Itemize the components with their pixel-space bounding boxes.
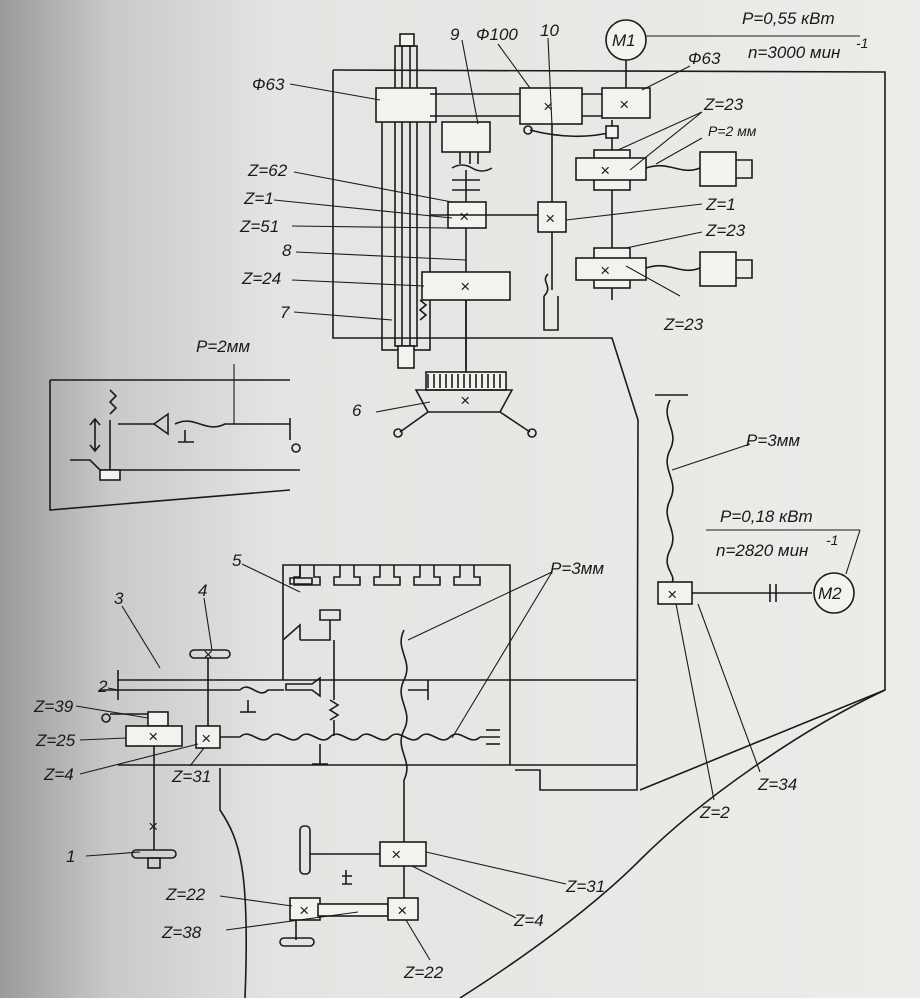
label-z23-c: Z=23	[663, 315, 704, 334]
handwheel-4: ×	[189, 645, 231, 728]
pulley-phi63-right: ×	[601, 60, 651, 119]
worm-z2-z34: ×	[657, 581, 812, 605]
svg-text:P=0,18 кВт: P=0,18 кВт	[720, 507, 813, 526]
label-10: 10	[540, 21, 559, 40]
label-5: 5	[232, 551, 242, 570]
svg-text:×: ×	[600, 261, 610, 280]
label-p2-small: P=2 мм	[708, 123, 757, 139]
svg-text:×: ×	[201, 729, 211, 748]
svg-text:-1: -1	[826, 532, 838, 548]
table-t-slots	[293, 565, 481, 586]
svg-text:×: ×	[667, 585, 677, 604]
label-4: 4	[198, 581, 207, 600]
label-phi63-right: Ф63	[688, 49, 721, 68]
label-z22-bottom: Z=22	[403, 963, 444, 982]
label-z4-bottom: Z=4	[513, 911, 544, 930]
svg-text:×: ×	[391, 845, 401, 864]
vertical-lead-screw	[655, 394, 688, 586]
motor-m2: M2 P=0,18 кВт n=2820 мин -1	[706, 507, 861, 614]
motor-m1: M1 P=0,55 кВт n=3000 мин -1	[605, 9, 868, 62]
label-phi63-left: Ф63	[252, 75, 285, 94]
detail-inset	[49, 379, 301, 511]
svg-text:×: ×	[543, 97, 553, 116]
label-z31-bottom: Z=31	[565, 877, 605, 896]
svg-text:n=2820 мин: n=2820 мин	[716, 541, 809, 560]
svg-text:P=0,55 кВт: P=0,55 кВт	[742, 9, 835, 28]
svg-text:×: ×	[203, 645, 213, 664]
label-z23-b: Z=23	[705, 221, 746, 240]
label-p3mm-right: P=3мм	[746, 431, 800, 450]
label-z1-left: Z=1	[243, 189, 274, 208]
spindle-7	[381, 33, 431, 369]
label-z22-left: Z=22	[165, 885, 206, 904]
longitudinal-lead-screw	[220, 729, 500, 765]
labels-bottom: 2 Z=39 Z=25 Z=4 Z=31 1 Z=22 Z=38 Z=31 Z=…	[33, 677, 797, 982]
label-z24: Z=24	[241, 269, 281, 288]
label-6: 6	[352, 401, 362, 420]
milling-head-6: ×	[393, 300, 537, 438]
svg-text:×: ×	[619, 95, 629, 114]
svg-text:-1: -1	[856, 35, 868, 51]
worm-z1-right: ×	[523, 124, 613, 331]
label-3: 3	[114, 589, 124, 608]
label-z34: Z=34	[757, 775, 797, 794]
svg-text:M2: M2	[818, 584, 842, 603]
gear-z22-z38: × ×	[279, 897, 419, 947]
svg-text:×: ×	[299, 901, 309, 920]
gear-z25: × ×	[125, 711, 183, 850]
machine-housing-outline	[117, 69, 886, 998]
label-z25: Z=25	[35, 731, 76, 750]
label-z51: Z=51	[239, 217, 279, 236]
label-phi100: Ф100	[476, 25, 518, 44]
label-z62: Z=62	[247, 161, 288, 180]
handwheel-1	[131, 849, 177, 869]
labels-top: Ф63 9 Ф100 10 Ф63 Z=23 P=2 мм Z=62 Z=1 Z…	[239, 21, 757, 420]
cross-lead-screw	[400, 629, 429, 910]
svg-text:×: ×	[460, 391, 470, 410]
label-z39: Z=39	[33, 697, 74, 716]
label-1: 1	[66, 847, 75, 866]
svg-text:n=3000 мин: n=3000 мин	[748, 43, 841, 62]
leader-lines	[75, 37, 761, 961]
worm-gear-z62: ×	[430, 170, 540, 370]
svg-text:×: ×	[148, 727, 158, 746]
label-z2: Z=2	[699, 803, 730, 822]
gear-z31-bottom: ×	[299, 825, 427, 885]
label-2: 2	[97, 677, 108, 696]
clutch-9	[441, 121, 493, 172]
label-z38: Z=38	[161, 923, 202, 942]
svg-text:×: ×	[545, 209, 555, 228]
label-p2mm: P=2мм	[196, 337, 250, 356]
label-z1-right: Z=1	[705, 195, 736, 214]
label-p3mm-center: P=3мм	[550, 559, 604, 578]
label-8: 8	[282, 241, 292, 260]
gear-stack-z23: × ×	[575, 120, 753, 300]
gear-z24: ×	[421, 271, 511, 301]
labels-mid: P=2мм P=3мм 5 P=3мм 3 4	[114, 337, 800, 608]
label-z31-left: Z=31	[171, 767, 211, 786]
svg-text:×: ×	[600, 161, 610, 180]
svg-text:×: ×	[459, 207, 469, 226]
label-z4-left: Z=4	[43, 765, 74, 784]
svg-text:×: ×	[397, 901, 407, 920]
table-carriage	[282, 609, 341, 736]
label-9: 9	[450, 25, 460, 44]
gear-z31-left: ×	[195, 725, 221, 749]
svg-text:×: ×	[460, 277, 470, 296]
label-z23-a: Z=23	[703, 95, 744, 114]
label-7: 7	[280, 303, 290, 322]
svg-text:×: ×	[148, 817, 158, 836]
svg-text:M1: M1	[612, 31, 636, 50]
